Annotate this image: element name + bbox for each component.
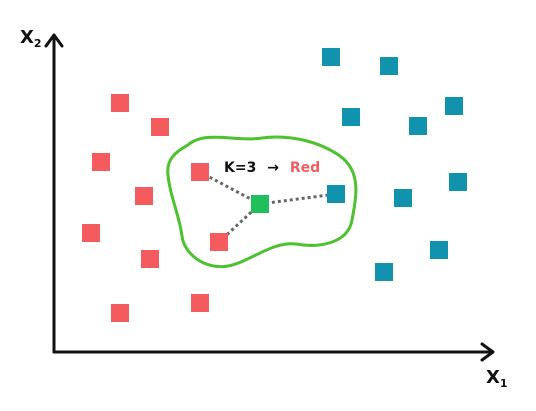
blue-point [327,185,345,203]
x-axis-subscript: 1 [500,377,508,390]
red-point [135,187,153,205]
blue-point [445,97,463,115]
annotation: K=3 → Red [224,160,320,176]
query-layer [251,195,269,213]
red-point [191,163,209,181]
red-point [111,304,129,322]
neighbor-link [199,170,261,206]
blue-class-points [322,48,467,281]
annotation-k-value: K=3 [224,160,256,176]
x-axis-arrowhead [480,342,495,362]
query-point [251,195,269,213]
x-axis-label: X1 [486,367,508,390]
annotation-arrow-icon: → [267,160,279,176]
red-point [92,153,110,171]
blue-point [430,241,448,259]
blue-point [375,263,393,281]
y-axis-arrowhead [44,33,64,48]
neighborhood-outline [166,135,358,269]
blue-point [342,108,360,126]
red-class-points [82,94,228,322]
neighbor-links [199,170,337,244]
blue-point [380,57,398,75]
y-axis-label: X2 [20,27,42,50]
red-point [191,294,209,312]
red-point [210,233,228,251]
blue-point [449,173,467,191]
red-point [111,94,129,112]
blue-point [394,189,412,207]
neighbor-link [259,192,337,206]
blue-point [409,117,427,135]
annotation-result: Red [290,160,320,176]
red-point [141,250,159,268]
axes [44,33,495,362]
y-axis-subscript: 2 [34,37,42,50]
red-point [151,118,169,136]
red-point [82,224,100,242]
blue-point [322,48,340,66]
